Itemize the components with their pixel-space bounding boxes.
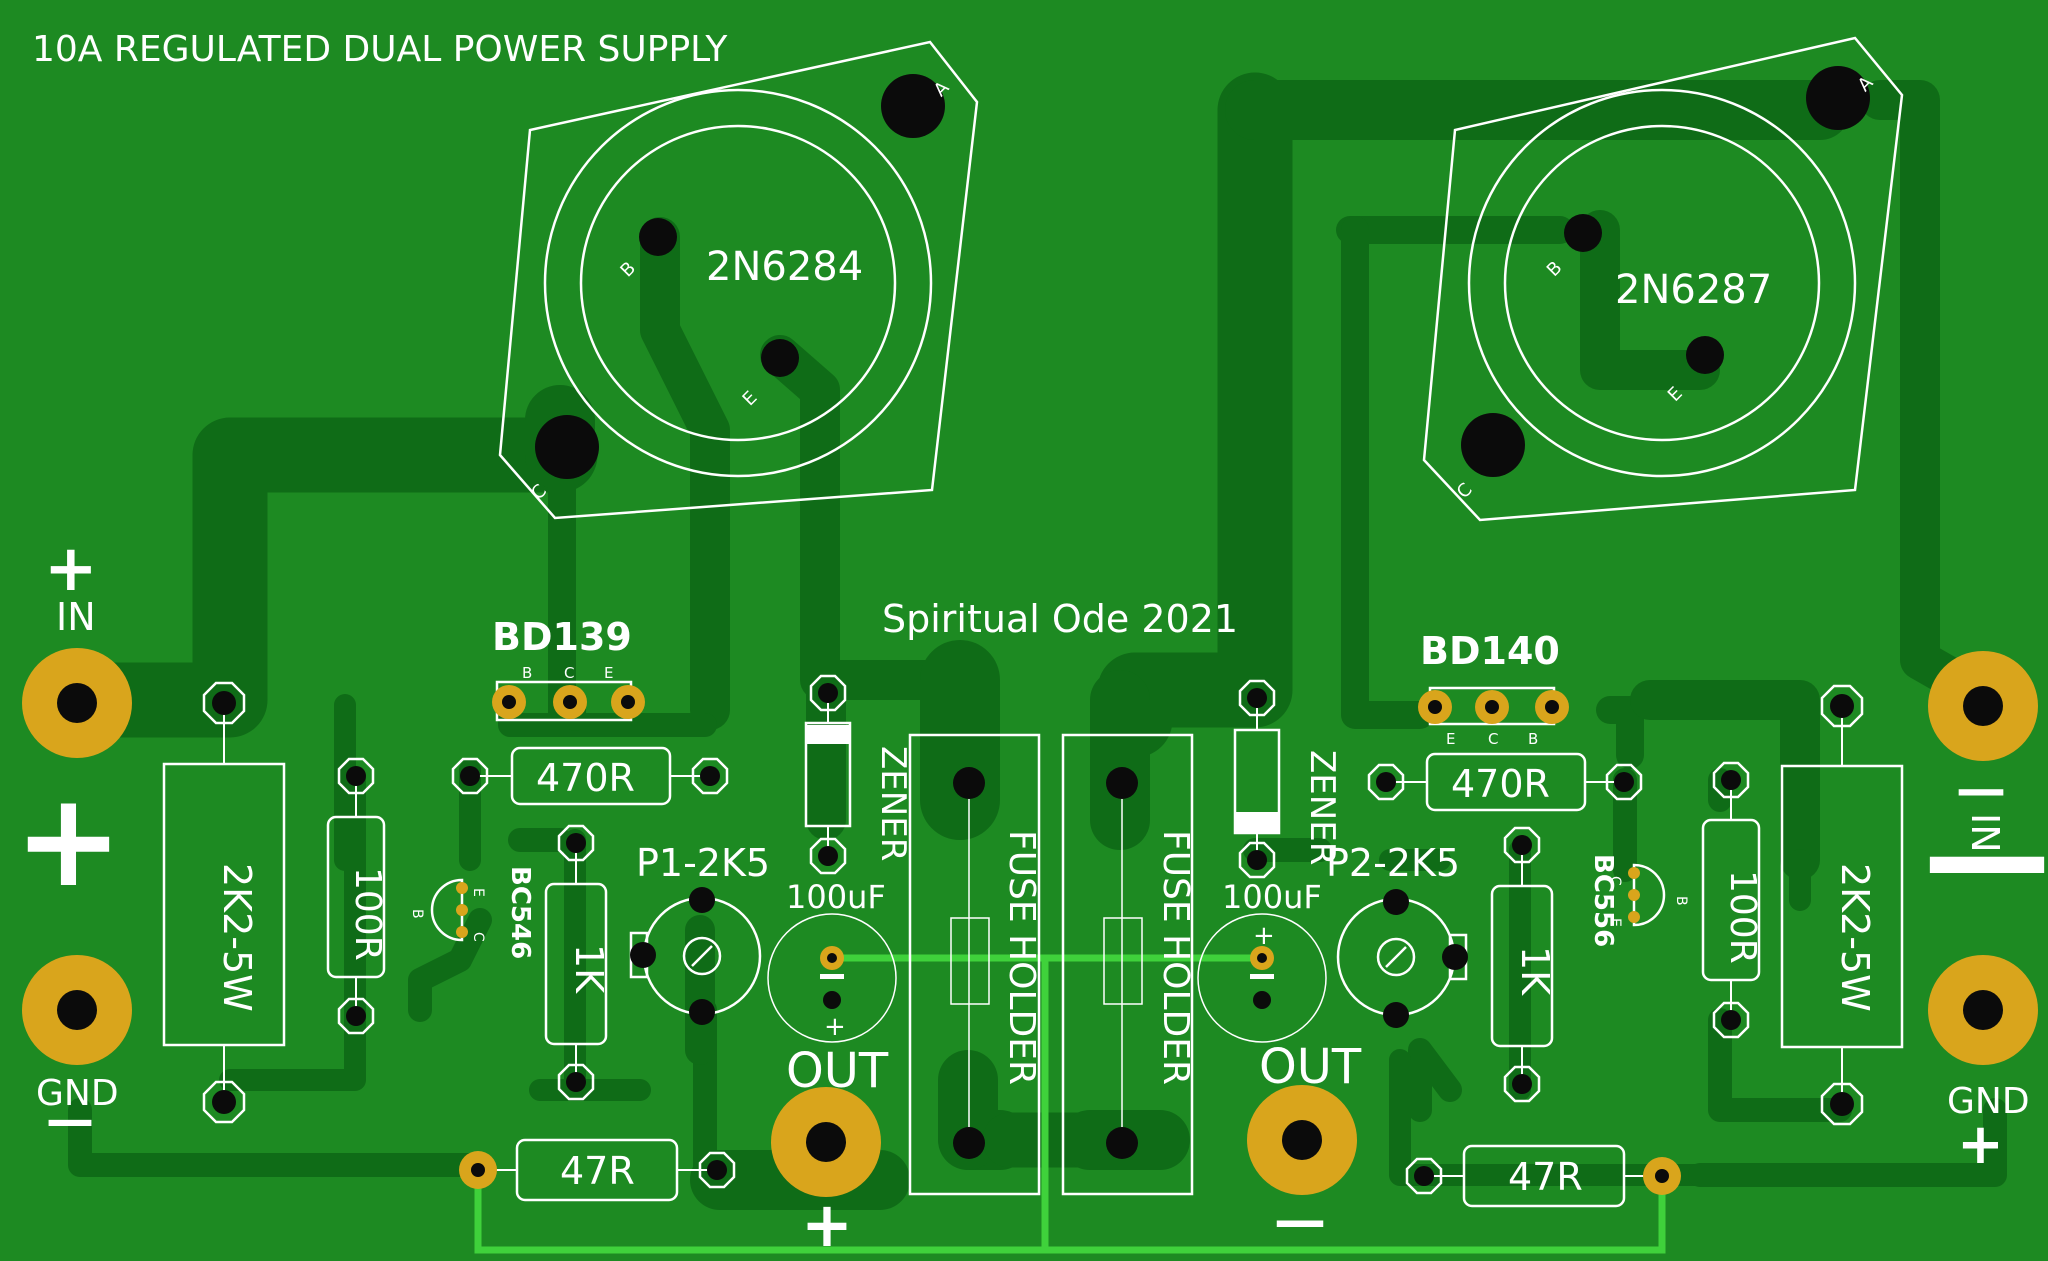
bd139-pin-c: C <box>564 664 574 682</box>
zener-left: ZENER <box>804 674 913 875</box>
transistor-2n6284: 2N6284 B E C A <box>498 40 979 520</box>
resistor-47r-right: 47R <box>1405 1144 1681 1208</box>
label-p1: P1-2K5 <box>636 841 770 885</box>
label-1k-right: 1K <box>1513 946 1557 996</box>
bd139-pin-b: B <box>522 664 532 682</box>
potentiometer-p1: P1-2K5 <box>629 841 770 1025</box>
bc556-pin-b: B <box>1673 896 1689 906</box>
label-2n6284: 2N6284 <box>706 244 863 290</box>
bc546-pin-b: B <box>409 909 425 919</box>
zener-right: ZENER <box>1233 679 1342 879</box>
transistor-2n6287: 2N6287 B E C A <box>1422 36 1904 522</box>
transistor-bc556: C E B BC556 <box>1588 854 1689 947</box>
right-gnd-label: GND <box>1947 1081 2030 1122</box>
label-470r-right: 470R <box>1451 762 1550 806</box>
label-47r-right: 47R <box>1508 1155 1583 1199</box>
potentiometer-p2: P2-2K5 <box>1326 841 1468 1028</box>
resistor-1k-left: 1K <box>544 824 611 1101</box>
left-gnd-minus: — <box>46 1092 94 1148</box>
label-bd140: BD140 <box>1420 629 1560 673</box>
fuse-holder-left: FUSE HOLDER <box>908 733 1042 1196</box>
left-out-label: OUT <box>786 1043 889 1099</box>
right-big-minus: — <box>1923 782 2048 931</box>
bc546-pin-c: C <box>470 932 486 942</box>
right-gnd-plus: + <box>1957 1112 2004 1177</box>
label-zener-left: ZENER <box>873 746 913 861</box>
resistor-470r-left: 470R <box>451 746 729 806</box>
label-1k-left: 1K <box>567 944 611 994</box>
label-100r-right: 100R <box>1722 870 1763 964</box>
transistor-bc546: B C E BC546 <box>409 866 535 959</box>
capacitor-100uf-left: + 100uF <box>767 878 897 1043</box>
fuse-holder-right: FUSE HOLDER <box>1061 733 1196 1196</box>
transistor-bd140: E C B BD140 <box>1418 629 1569 748</box>
resistor-47r-left: 47R <box>459 1138 736 1202</box>
label-fuse-right: FUSE HOLDER <box>1155 830 1196 1085</box>
left-big-plus: + <box>14 764 123 916</box>
bd139-pin-e: E <box>604 664 613 682</box>
right-in-minus: — <box>1956 760 2006 818</box>
board-title: 10A REGULATED DUAL POWER SUPPLY <box>32 29 728 70</box>
label-2k2-right: 2K2-5W <box>1833 863 1877 1012</box>
label-bc546: BC546 <box>505 866 535 959</box>
left-out-sign: + <box>801 1188 853 1261</box>
label-2n6287: 2N6287 <box>1615 267 1772 313</box>
label-470r-left: 470R <box>536 756 635 800</box>
bc556-pin-c: C <box>1607 876 1623 886</box>
cap-left-plus: + <box>824 1012 846 1042</box>
bd140-pin-c: C <box>1488 730 1498 748</box>
label-p2: P2-2K5 <box>1326 841 1460 885</box>
resistor-2k2-left: 2K2-5W <box>162 681 286 1124</box>
output-wire <box>474 954 1666 1254</box>
label-100uf-right: 100uF <box>1222 878 1322 916</box>
transistor-bd139: B C E BD139 <box>492 615 645 722</box>
capacitor-100uf-right: + 100uF <box>1197 878 1327 1043</box>
resistor-470r-right: 470R <box>1367 752 1643 812</box>
left-in-label: IN <box>56 595 96 639</box>
bc546-pin-e: E <box>470 888 486 897</box>
right-out-label: OUT <box>1259 1039 1362 1095</box>
right-in-label: IN <box>1963 813 2007 853</box>
resistor-1k-right: 1K <box>1490 826 1557 1103</box>
resistor-100r-left: 100R <box>326 757 388 1035</box>
label-2k2-left: 2K2-5W <box>215 863 259 1012</box>
bc556-pin-e: E <box>1607 918 1623 927</box>
resistor-100r-right: 100R <box>1701 761 1763 1039</box>
label-bd139: BD139 <box>492 615 632 659</box>
left-in-plus: + <box>44 532 98 606</box>
bd140-pin-b: B <box>1528 730 1538 748</box>
resistor-2k2-right: 2K2-5W <box>1780 684 1904 1126</box>
right-out-sign: — <box>1274 1191 1326 1251</box>
terminal-pads <box>22 648 2038 1197</box>
designer-signature: Spiritual Ode 2021 <box>882 597 1238 641</box>
label-100r-left: 100R <box>347 867 388 961</box>
label-fuse-left: FUSE HOLDER <box>1001 830 1042 1085</box>
label-bc556: BC556 <box>1588 854 1618 947</box>
bd140-pin-e: E <box>1446 730 1455 748</box>
label-100uf-left: 100uF <box>786 878 886 916</box>
copper-traces <box>37 72 2010 1210</box>
label-47r-left: 47R <box>560 1149 635 1193</box>
left-gnd-label: GND <box>36 1073 119 1114</box>
cap-right-plus: + <box>1253 921 1275 951</box>
label-zener-right: ZENER <box>1302 750 1342 865</box>
